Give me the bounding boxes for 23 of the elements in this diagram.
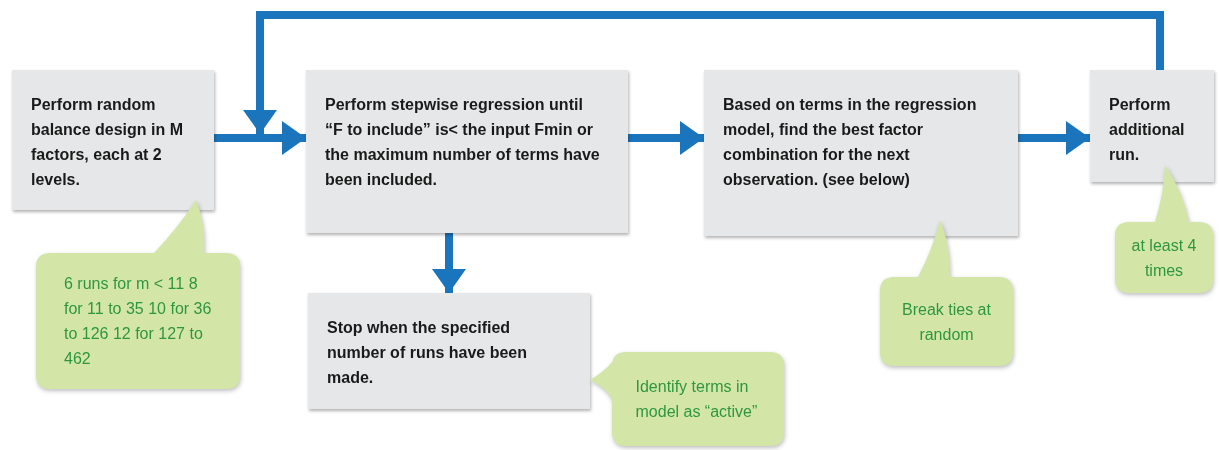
callout-text: Break ties at random (901, 299, 992, 345)
arrow (243, 11, 1164, 134)
callout-text: at least 4 times (1130, 235, 1198, 281)
arrow (1018, 121, 1090, 155)
step-text: Stop when the specified number of runs have been made. (327, 318, 529, 388)
process-box (1090, 70, 1214, 182)
callout-text: 6 runs for m < 11 8 for 11 to 35 10 for 36 to 126 12 for 127 to 462 (64, 274, 212, 369)
arrow (214, 121, 306, 155)
speech-bubble (590, 352, 784, 446)
process-box (704, 70, 1018, 236)
step-text: Perform random balance design in M factors, each at 2 levels. (31, 95, 185, 190)
step-text: Perform stepwise regression until “F to include” is< the input Fmin or the maximum number of terms have been included. (325, 95, 600, 190)
step-text: Based on terms in the regression model, find the best factor combination for the next observation. (see below) (723, 95, 978, 190)
arrow (628, 121, 704, 155)
arrow (432, 233, 466, 293)
step-text: Perform additional run. (1109, 95, 1186, 165)
callout-text: Identify terms in model as “active” (635, 377, 759, 422)
speech-bubble (880, 220, 1013, 366)
speech-bubble (1115, 165, 1213, 293)
process-box (306, 70, 628, 233)
process-box (308, 293, 590, 409)
process-box (12, 70, 214, 210)
speech-bubble (36, 200, 240, 389)
